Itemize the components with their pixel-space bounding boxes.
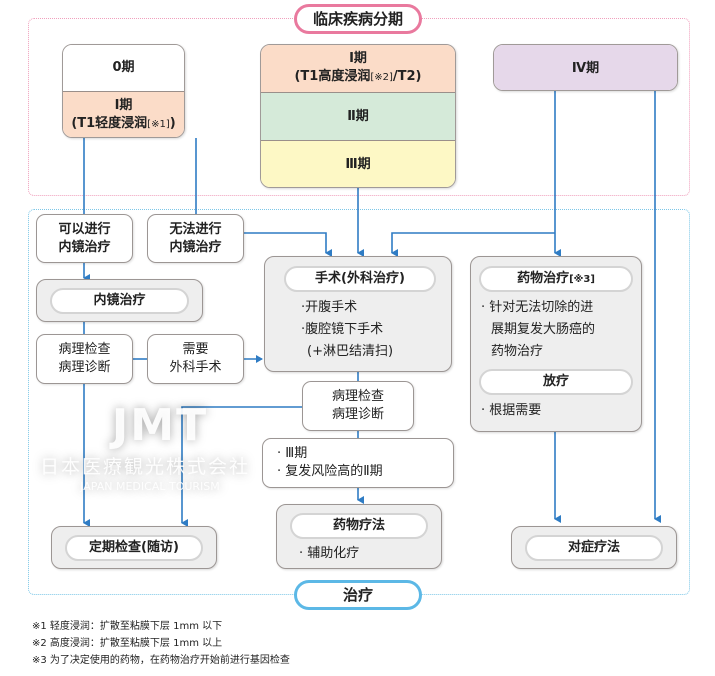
connector-line [243,232,332,257]
followup-box: 定期检查(随访) [51,526,217,569]
pathology-mid-box: 病理检查 病理诊断 [302,381,414,431]
followup-title: 定期检查(随访) [65,535,203,561]
endo-possible-line1: 可以进行 [58,221,111,237]
footnote-ref-2: [※2] [370,72,393,83]
stage-1-high-title: I期 [349,51,367,66]
risk-criteria-item: · Ⅲ期 [277,446,308,461]
endo-possible-box: 可以进行 内镜治疗 [36,214,133,263]
chemo-item: · 辅助化疗 [299,546,360,561]
endo-impossible-box: 无法进行 内镜治疗 [147,214,244,263]
endo-treatment-title: 内镜治疗 [50,288,189,314]
footnote-ref-3: [※3] [569,274,595,285]
pathology-left-line1: 病理检查 [58,342,111,357]
stage-1-high: I期 (T1高度浸润[※2]/T2) [261,45,455,92]
footnote-2: ※2 高度浸润：扩散至粘膜下层 1mm 以上 [32,638,223,649]
stage-1-mild-close: ) [169,116,176,131]
risk-criteria-box: · Ⅲ期 · 复发风险高的Ⅱ期 [262,438,454,488]
chemo-box: 药物疗法 · 辅助化疗 [276,504,442,569]
stage-3-label: Ⅲ期 [345,157,371,172]
staging-title: 临床疾病分期 [294,4,422,34]
risk-criteria-item: · 复发风险高的Ⅱ期 [277,464,383,479]
surgery-item: (+淋巴结清扫) [307,344,394,359]
stage-3: Ⅲ期 [261,140,455,187]
watermark-company-en: JAPAN MEDICAL TOURISM [80,480,220,493]
drug-therapy-title: 药物治疗[※3] [479,266,633,292]
radiotherapy-title: 放疗 [479,369,633,395]
symptomatic-title: 对症疗法 [525,535,663,561]
connector-line [181,406,302,527]
radiotherapy-item: · 根据需要 [481,403,542,418]
needs-surgery-line2: 外科手术 [169,360,222,375]
stage-0-label: 0期 [112,60,135,75]
drug-therapy-box: 药物治疗[※3] · 针对无法切除的进 展期复发大肠癌的 药物治疗 放疗 · 根… [470,256,642,432]
chemo-title: 药物疗法 [290,513,428,539]
pathology-left-box: 病理检查 病理诊断 [36,334,133,384]
stage-1-mild-sub-text: (T1轻度浸润 [71,116,148,131]
stage-1-mild-title: I期 [114,98,133,113]
surgery-item: ·腹腔镜下手术 [301,322,384,337]
pathology-mid-line2: 病理诊断 [331,407,384,422]
stage-0: 0期 [63,45,184,91]
stage-1-mild-sub: (T1轻度浸润[※1]) [71,115,175,134]
footnote-ref-1: [※1] [147,119,170,130]
stage-2: Ⅱ期 [261,92,455,140]
surgery-box: 手术(外科治疗) ·开腹手术 ·腹腔镜下手术 (+淋巴结清扫) [264,256,452,372]
endo-impossible-line1: 无法进行 [169,221,222,237]
pathology-mid-line1: 病理检查 [331,389,384,404]
symptomatic-box: 对症疗法 [511,526,677,569]
stage-4: Ⅳ期 [494,45,677,90]
endo-impossible-line2: 内镜治疗 [169,239,222,255]
endo-possible-line2: 内镜治疗 [58,239,111,255]
surgery-title: 手术(外科治疗) [284,266,436,292]
drug-therapy-title-text: 药物治疗 [517,271,570,286]
stage-1-high-close: /T2) [392,69,422,84]
drug-therapy-item: · 针对无法切除的进 [481,300,594,315]
watermark-company-jp: 日本医療観光株式会社 [39,456,250,478]
stage-1-mild: I期 (T1轻度浸润[※1]) [63,91,184,137]
watermark-logo: JMT [111,400,209,451]
stage-1-high-sub: (T1高度浸润[※2]/T2) [294,68,421,87]
drug-therapy-item: 展期复发大肠癌的 [491,322,596,337]
needs-surgery-box: 需要 外科手术 [147,334,244,384]
stage-1-high-sub-text: (T1高度浸润 [294,69,371,84]
treatment-title: 治疗 [294,580,422,610]
pathology-left-line2: 病理诊断 [58,360,111,375]
connector-line [391,232,555,257]
stage-4-label: Ⅳ期 [571,60,600,76]
stage-0-1-box: 0期 I期 (T1轻度浸润[※1]) [62,44,185,138]
drug-therapy-item: 药物治疗 [491,344,544,359]
stage-2-label: Ⅱ期 [347,108,369,124]
stage-1-2-3-box: I期 (T1高度浸润[※2]/T2) Ⅱ期 Ⅲ期 [260,44,456,188]
endo-treatment-box: 内镜治疗 [36,279,203,322]
surgery-item: ·开腹手术 [301,300,358,315]
stage-4-box: Ⅳ期 [493,44,678,91]
needs-surgery-line1: 需要 [182,342,209,357]
footnote-3: ※3 为了决定使用的药物，在药物治疗开始前进行基因检查 [32,655,290,666]
footnote-1: ※1 轻度浸润：扩散至粘膜下层 1mm 以下 [32,621,223,632]
